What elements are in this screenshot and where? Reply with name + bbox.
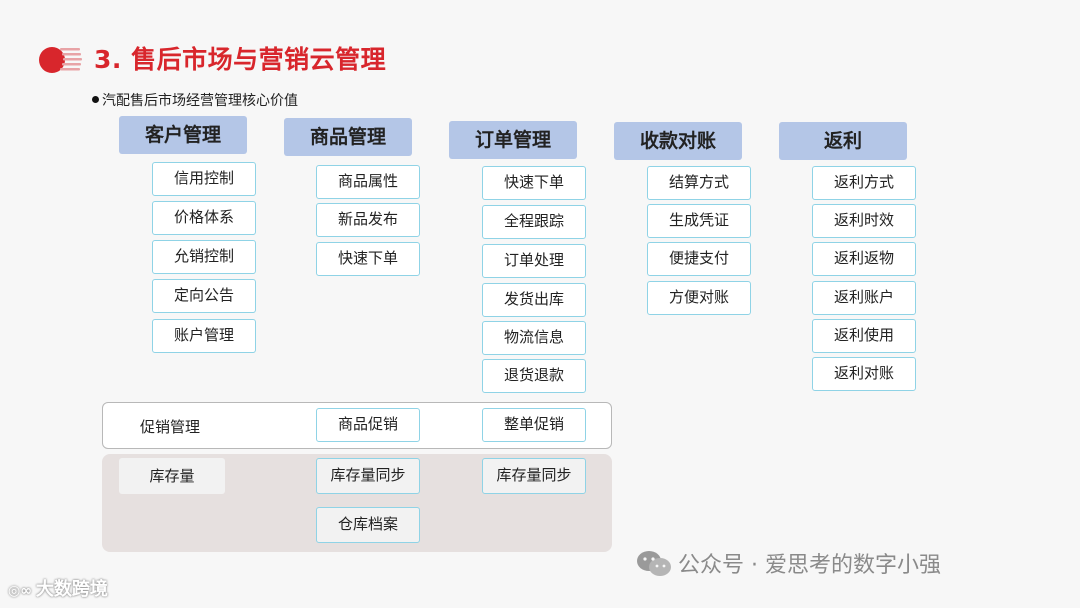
list-item: 新品发布	[316, 203, 420, 237]
watermark-right: 公众号 · 爱思考的数字小强	[636, 547, 941, 579]
column-header-order: 订单管理	[449, 121, 577, 159]
list-item: 退货退款	[482, 359, 586, 393]
subtitle: 汽配售后市场经营管理核心价值	[92, 90, 298, 110]
list-item: 返利方式	[812, 166, 916, 200]
list-item: 定向公告	[152, 279, 256, 313]
inventory-label: 库存量	[119, 458, 225, 494]
list-item: 物流信息	[482, 321, 586, 355]
list-item: 商品促销	[316, 408, 420, 442]
list-item: 发货出库	[482, 283, 586, 317]
list-item: 方便对账	[647, 281, 751, 315]
list-item: 订单处理	[482, 244, 586, 278]
watermark-logo-icon: ◎∞	[8, 583, 32, 599]
list-item: 快速下单	[316, 242, 420, 276]
list-item: 仓库档案	[316, 507, 420, 543]
column-header-product: 商品管理	[284, 118, 412, 156]
wechat-icon	[637, 551, 671, 576]
list-item: 整单促销	[482, 408, 586, 442]
promotion-label: 促销管理	[140, 418, 201, 436]
list-item: 价格体系	[152, 201, 256, 235]
column-header-customer: 客户管理	[119, 116, 247, 154]
list-item: 返利账户	[812, 281, 916, 315]
list-item: 返利对账	[812, 357, 916, 391]
column-header-payment: 收款对账	[614, 122, 742, 160]
list-item: 返利返物	[812, 242, 916, 276]
list-item: 账户管理	[152, 319, 256, 353]
list-item: 生成凭证	[647, 204, 751, 238]
list-item: 返利使用	[812, 319, 916, 353]
list-item: 便捷支付	[647, 242, 751, 276]
watermark-left-text: 大数跨境	[35, 579, 108, 600]
list-item: 全程跟踪	[482, 205, 586, 239]
watermark-right-text: 公众号 · 爱思考的数字小强	[678, 553, 941, 578]
brand-logo-icon	[39, 47, 82, 73]
subtitle-text: 汽配售后市场经营管理核心价值	[102, 93, 298, 109]
bullet-icon	[92, 96, 99, 103]
list-item: 商品属性	[316, 165, 420, 199]
list-item: 信用控制	[152, 162, 256, 196]
list-item: 允销控制	[152, 240, 256, 274]
list-item: 返利时效	[812, 204, 916, 238]
list-item: 快速下单	[482, 166, 586, 200]
watermark-left: ◎∞大数跨境	[8, 575, 108, 601]
list-item: 库存量同步	[316, 458, 420, 494]
list-item: 结算方式	[647, 166, 751, 200]
page-title: 3. 售后市场与营销云管理	[94, 45, 387, 74]
column-header-rebate: 返利	[779, 122, 907, 160]
list-item: 库存量同步	[482, 458, 586, 494]
